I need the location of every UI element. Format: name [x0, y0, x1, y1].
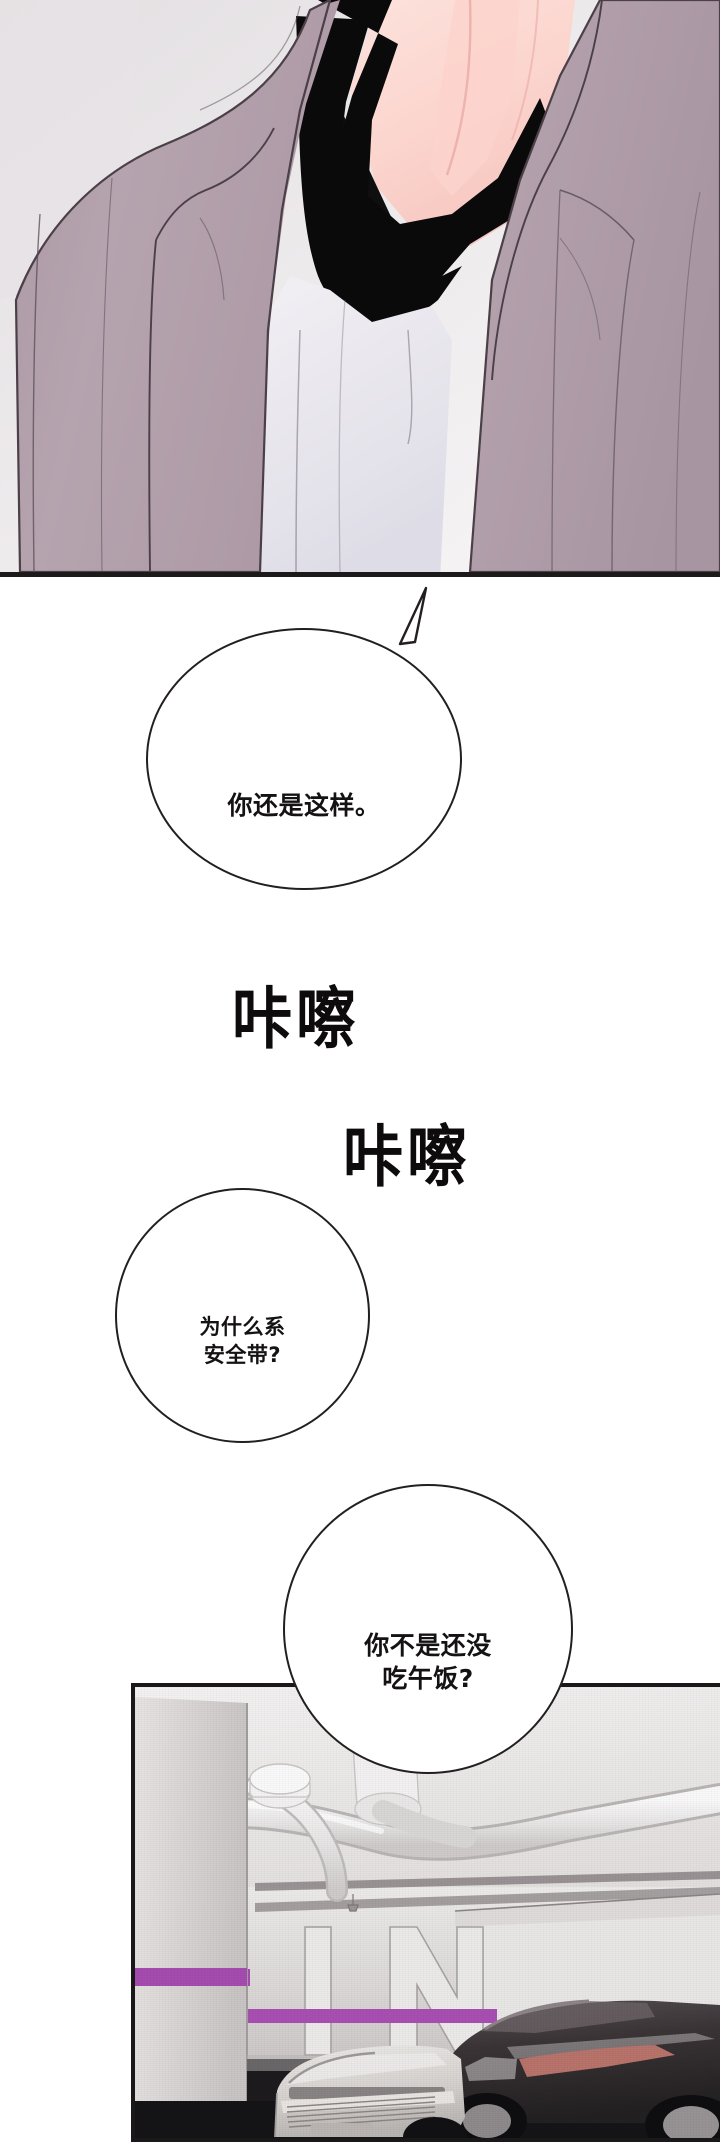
panel-suit-closeup	[0, 0, 720, 577]
speech-bubble-3-text: 你不是还没 吃午饭?	[364, 1631, 492, 1693]
sound-effect-1: 咔嚓	[232, 980, 360, 1059]
garage-wall-text: IN	[135, 1687, 152, 1706]
speech-bubble-3[interactable]: 你不是还没 吃午饭?	[283, 1484, 573, 1774]
sound-effect-2: 咔嚓	[343, 1118, 471, 1197]
speech-bubble-2-text: 为什么系 安全带?	[199, 1314, 286, 1367]
parking-garage-artwork	[135, 1687, 720, 2138]
speech-bubble-1[interactable]: 你还是这样。	[146, 628, 462, 890]
speech-bubble-2[interactable]: 为什么系 安全带?	[115, 1188, 370, 1443]
bubble-1-tail	[398, 586, 428, 646]
suit-closeup-artwork	[0, 0, 720, 572]
speech-bubble-1-text: 你还是这样。	[227, 790, 381, 820]
